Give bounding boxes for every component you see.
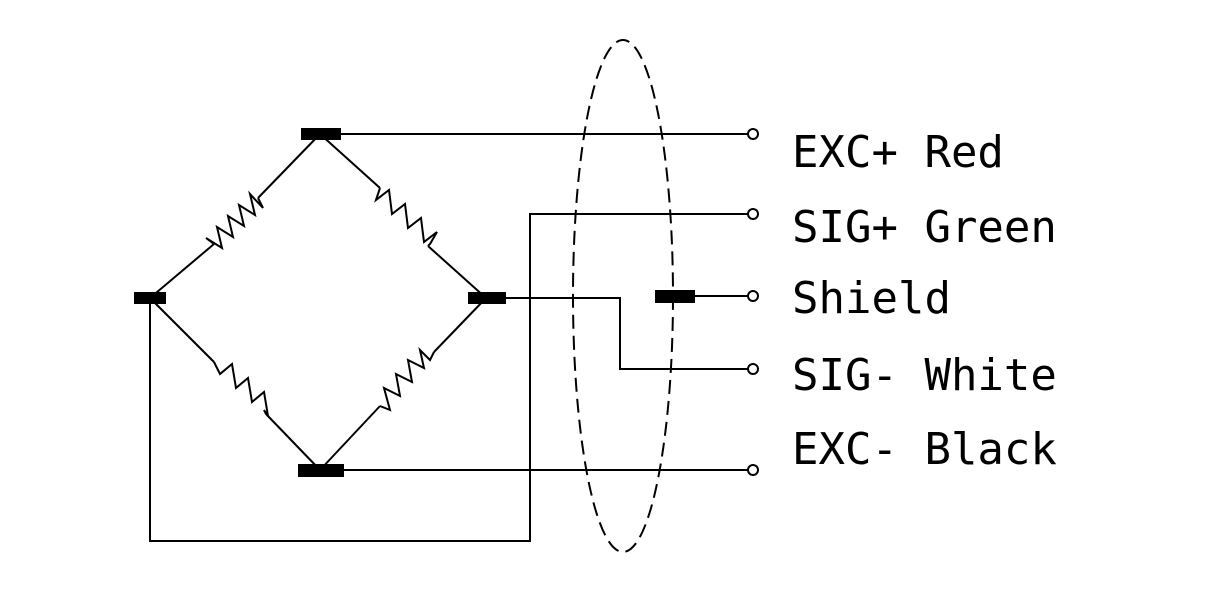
label-sig-minus: SIG- White (792, 350, 1057, 401)
terminal-sig-plus (747, 208, 759, 220)
terminal-exc-minus (747, 464, 759, 476)
resistor-upper-left (149, 133, 321, 299)
label-shield: Shield (792, 273, 951, 324)
bridge-node-bottom (298, 464, 344, 477)
resistor-upper-right (319, 133, 487, 299)
terminal-exc-plus (747, 128, 759, 140)
label-exc-minus: EXC- Black (792, 424, 1057, 475)
bridge-node-top (301, 128, 341, 140)
terminal-sig-minus (747, 363, 759, 375)
wire-sig-plus (149, 213, 748, 542)
resistor-lower-left (149, 297, 321, 471)
terminal-shield (747, 290, 759, 302)
wire-sig-minus (506, 297, 748, 370)
resistor-lower-right (319, 297, 487, 471)
bridge-node-left (134, 292, 166, 304)
label-exc-plus: EXC+ Red (792, 127, 1004, 178)
label-sig-plus: SIG+ Green (792, 202, 1057, 253)
bridge-node-right (468, 292, 506, 304)
shield-pad (655, 290, 695, 303)
